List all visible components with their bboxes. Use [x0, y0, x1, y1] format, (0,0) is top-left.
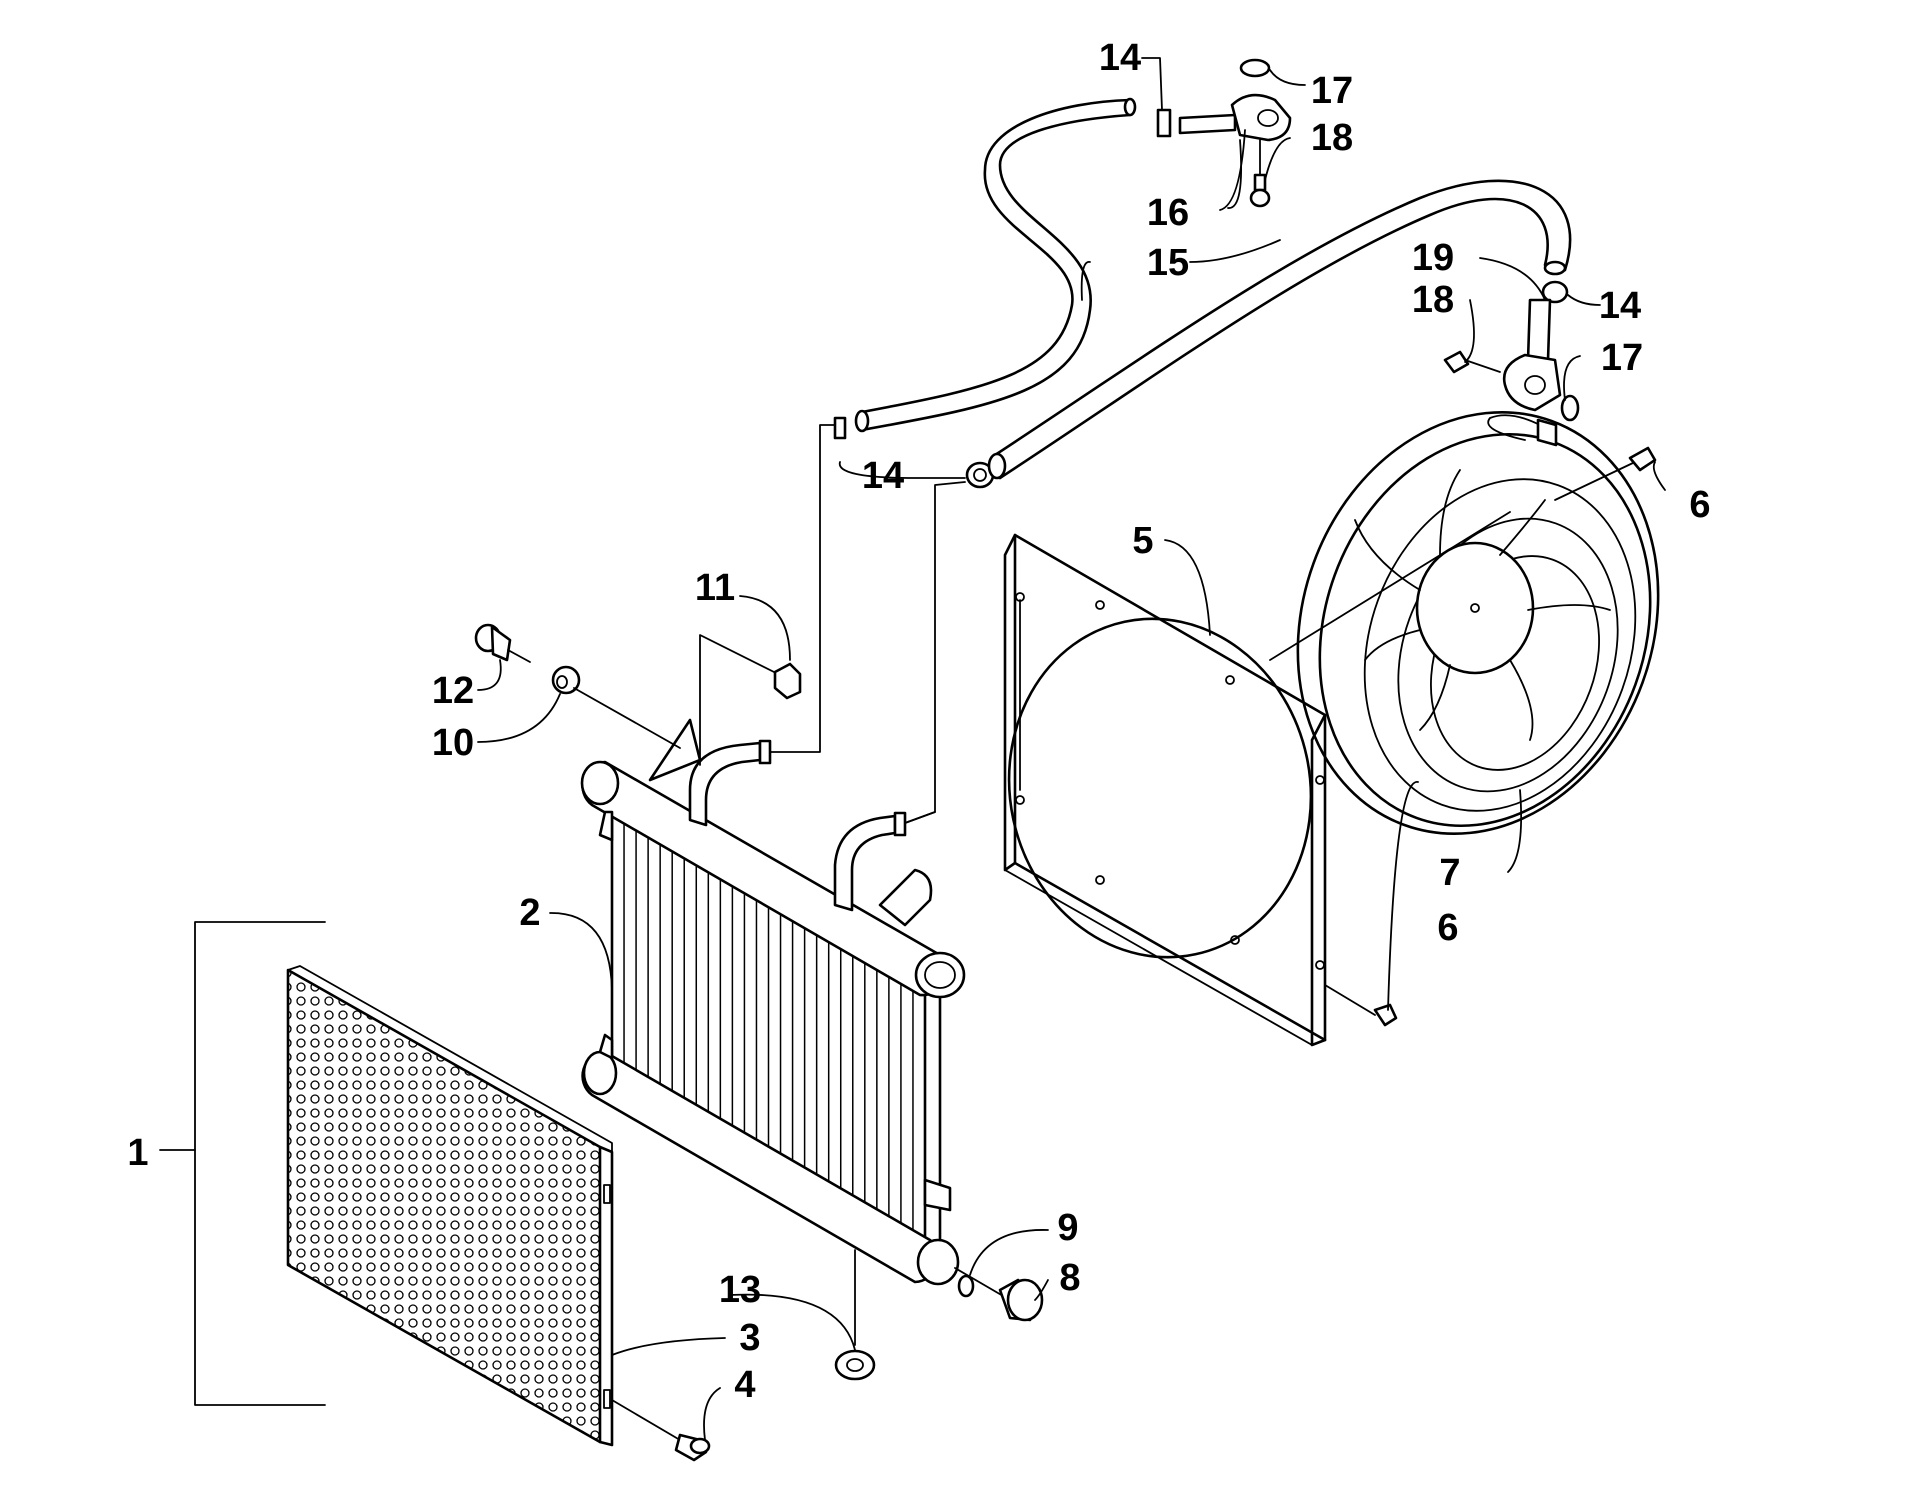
bolt-12: [474, 623, 531, 663]
callout-5: 5: [1132, 520, 1153, 562]
assembly-bracket: [159, 921, 326, 1406]
callout-6-bottom: 6: [1437, 907, 1458, 949]
wing-screw: [611, 1399, 711, 1462]
callout-14-top: 14: [1099, 37, 1141, 79]
callout-11: 11: [695, 567, 735, 609]
callout-8: 8: [1059, 1257, 1080, 1299]
hose-routing-leader-1: [769, 424, 836, 753]
fan-mount-leader: [1269, 511, 1511, 661]
coolant-hose: [854, 97, 1572, 480]
cooling-fan: [1296, 410, 1660, 836]
hose-clamp-14-top: [1156, 108, 1172, 138]
o-ring-17-top: [1239, 58, 1271, 78]
callout-4: 4: [734, 1364, 755, 1406]
callout-16: 16: [1147, 192, 1189, 234]
callout-17-right: 17: [1601, 337, 1643, 379]
callout-1: 1: [127, 1132, 148, 1174]
callout-15: 15: [1147, 242, 1189, 284]
callout-3: 3: [739, 1317, 760, 1359]
callout-14-left: 14: [862, 455, 904, 497]
bolt-18-top: [1249, 173, 1271, 208]
grommet-10: [551, 665, 681, 749]
callout-18-right: 18: [1412, 279, 1454, 321]
callout-12: 12: [432, 670, 474, 712]
hose-fitting-19: [1502, 298, 1562, 412]
hose-routing-leader-2: [904, 481, 966, 824]
radiator-fins: [623, 814, 914, 1264]
hose-fitting-16: [1178, 93, 1292, 211]
callout-17-top: 17: [1311, 70, 1353, 112]
callout-labels: 1 2 3 4 5 6 6 7 8 9 10 11 12 13 14 14 14…: [127, 37, 1710, 1406]
hose-clamp-14-left: [833, 416, 847, 440]
o-ring-17-right: [1560, 394, 1580, 422]
callout-9: 9: [1057, 1207, 1078, 1249]
nut-11: [699, 634, 802, 766]
screw-6-bottom: [1373, 1003, 1398, 1027]
radiator-cap: [998, 1278, 1044, 1322]
callout-6-top: 6: [1689, 484, 1710, 526]
callout-10: 10: [432, 722, 474, 764]
screw-6-leader: [1324, 984, 1376, 1016]
callout-13: 13: [719, 1269, 761, 1311]
callout-19: 19: [1412, 237, 1454, 279]
bolt-18-right: [1443, 350, 1501, 374]
callout-2: 2: [519, 892, 540, 934]
callout-7: 7: [1439, 852, 1460, 894]
screw-6-top: [1554, 446, 1657, 501]
fan-shroud: [1003, 533, 1327, 1047]
callout-18-top: 18: [1311, 117, 1353, 159]
callout-14-right: 14: [1599, 285, 1641, 327]
radiator: [580, 718, 966, 1286]
drain-grommet: [834, 1249, 876, 1381]
callout-leaders: [477, 57, 1666, 1441]
hose-clamp-14-right: [1541, 280, 1569, 304]
radiator-screen: [286, 965, 614, 1447]
